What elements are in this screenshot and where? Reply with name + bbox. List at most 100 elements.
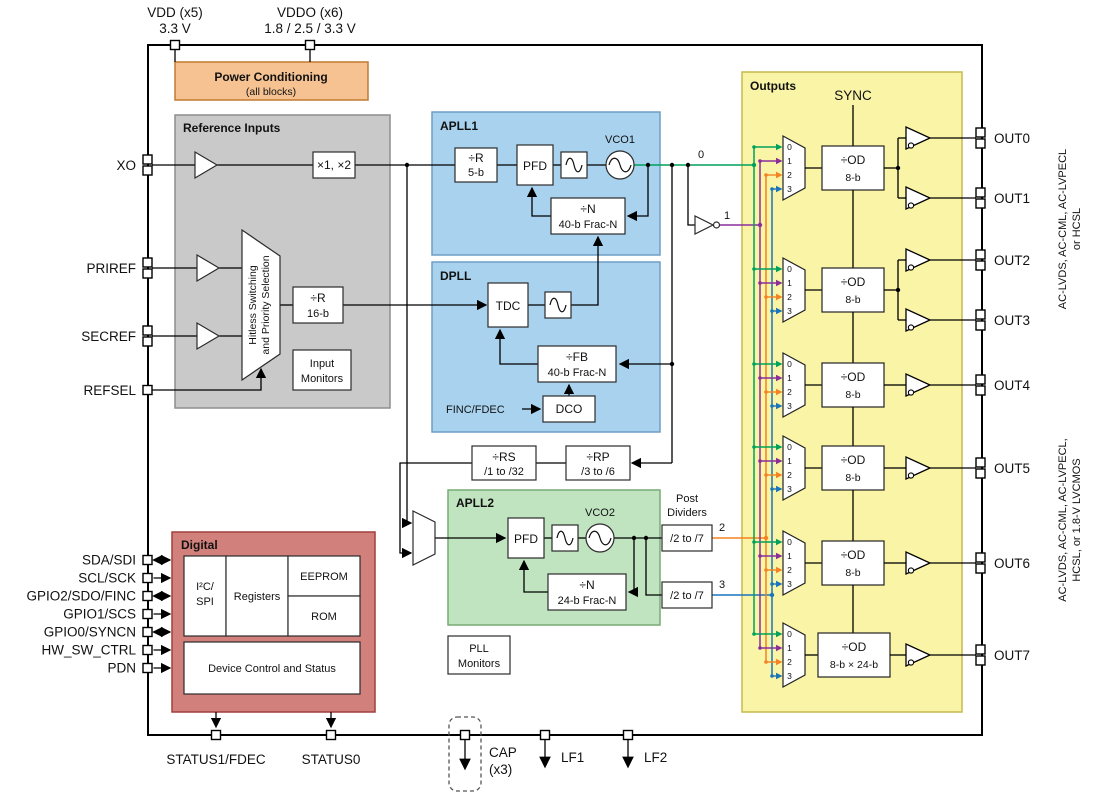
junction-dot <box>752 632 756 636</box>
junction-dot <box>758 281 762 285</box>
output-type-b-line1: AC-LVDS, AC-CML, AC-LVPECL, <box>1057 438 1069 601</box>
out-channel-label: OUT7 <box>994 648 1030 663</box>
ref-divider-bits: 16-b <box>307 308 329 320</box>
mux-input-arrow <box>776 538 783 546</box>
rp-divider-block <box>565 445 631 481</box>
junction-dot <box>764 390 768 394</box>
pdn-pin-label: PDN <box>107 661 136 676</box>
od-divider-4 <box>821 540 885 586</box>
lf2-pin <box>622 729 634 741</box>
eeprom-block <box>287 555 361 597</box>
od-divider-bits: 8-b <box>845 472 860 484</box>
buffer-bubble <box>907 324 915 331</box>
mux-input-arrow <box>776 360 783 368</box>
mux-input-label: 2 <box>787 170 792 180</box>
junction-dot <box>669 162 675 168</box>
lf1-pin <box>539 729 551 741</box>
gpio1-pin <box>142 608 153 620</box>
apll1-divr-label: ÷R <box>468 151 484 165</box>
post-divider-bottom-label: /2 to /7 <box>670 590 704 602</box>
wire-label-3: 3 <box>719 579 725 591</box>
apll1-divn-bits: 40-b Frac-N <box>559 219 618 231</box>
mux-input-label: 2 <box>787 565 792 575</box>
mux-input-label: 1 <box>787 456 792 466</box>
refsel-pin <box>142 384 153 396</box>
junction-dot <box>752 540 756 544</box>
od-divider-1 <box>821 267 885 313</box>
xo-buffer <box>194 150 219 180</box>
hitless-label-2: and Priority Selection <box>260 255 272 354</box>
tdc-label: TDC <box>496 299 521 313</box>
junction-dot <box>763 535 769 541</box>
mux-input-arrow <box>776 307 783 315</box>
mux-input-label: 1 <box>787 643 792 653</box>
out-pin-7 <box>975 655 986 666</box>
apll2-divn-bits: 24-b Frac-N <box>558 595 617 607</box>
rs-range: /1 to /32 <box>484 466 524 478</box>
tdc-block <box>487 282 529 328</box>
wires <box>152 50 695 771</box>
vddo-pin <box>304 39 316 51</box>
input-monitors-label-2: Monitors <box>301 373 344 385</box>
apll2-ref-mux <box>412 510 436 566</box>
sda-pin <box>142 554 153 566</box>
mux-input-arrow <box>776 658 783 666</box>
vdd-pin <box>169 39 181 51</box>
gpio0-pin-label: GPIO0/SYNCN <box>44 625 136 640</box>
apll2-pfd-label: PFD <box>514 532 538 546</box>
mux-input-arrow <box>776 143 783 151</box>
device-control-block <box>183 641 361 695</box>
mux-input-label: 3 <box>787 184 792 194</box>
status1-pin-label: STATUS1/FDEC <box>166 752 266 767</box>
status1-pin <box>210 729 222 741</box>
wire-divfb-to-tdc <box>494 328 538 365</box>
mux-input-label: 0 <box>787 442 792 452</box>
junction-dot <box>770 674 774 678</box>
priref-pin <box>142 268 153 279</box>
post-dividers-label-2: Dividers <box>667 507 707 519</box>
mux-input-label: 1 <box>787 551 792 561</box>
mux-input-label: 0 <box>787 264 792 274</box>
pll-monitors-block <box>447 635 511 675</box>
output-mux-4 <box>782 529 806 597</box>
junction-dot <box>757 222 763 228</box>
out-pin-4 <box>975 374 986 385</box>
junction-dot <box>643 535 649 541</box>
lf2-pin-label: LF2 <box>644 750 667 765</box>
junction-dot <box>769 592 775 598</box>
out-pin-0 <box>975 127 986 138</box>
divfb-block <box>537 345 617 383</box>
mux-input-arrow <box>776 672 783 680</box>
mux-input-arrow <box>776 265 783 273</box>
sine-icon <box>588 530 612 546</box>
out-channel-label: OUT3 <box>994 313 1030 328</box>
apll1-divn-block <box>550 197 626 235</box>
out-pin-6 <box>975 563 986 574</box>
post-dividers-label-1: Post <box>676 493 698 505</box>
status0-pin <box>325 729 337 741</box>
clock-wires <box>634 164 772 596</box>
od-divider-bits: 8-b × 24-b <box>830 659 878 671</box>
out-pin-5 <box>975 468 986 479</box>
power-conditioning-region <box>174 61 369 101</box>
apll1-divn-label: ÷N <box>580 202 595 216</box>
mux-input-arrow <box>776 279 783 287</box>
secref-pin <box>142 325 153 336</box>
cap-dashed-outline <box>448 716 482 792</box>
pll-monitors-label-1: PLL <box>469 643 489 655</box>
mux-input-label: 0 <box>787 359 792 369</box>
junction-dot <box>770 582 774 586</box>
mux-input-arrow <box>776 402 783 410</box>
registers-label: Registers <box>234 591 281 603</box>
input-monitors-label-1: Input <box>310 358 334 370</box>
wire <box>645 538 662 596</box>
mux-input-arrow <box>776 566 783 574</box>
apll1-divr-bits: 5-b <box>468 167 484 179</box>
cap-pin <box>459 729 471 741</box>
wire-dpll-to-divn1 <box>571 235 604 306</box>
rp-range: /3 to /6 <box>581 466 615 478</box>
out-pin-7 <box>975 644 986 655</box>
vco1-label: VCO1 <box>605 134 635 146</box>
junction-dot <box>770 309 774 313</box>
